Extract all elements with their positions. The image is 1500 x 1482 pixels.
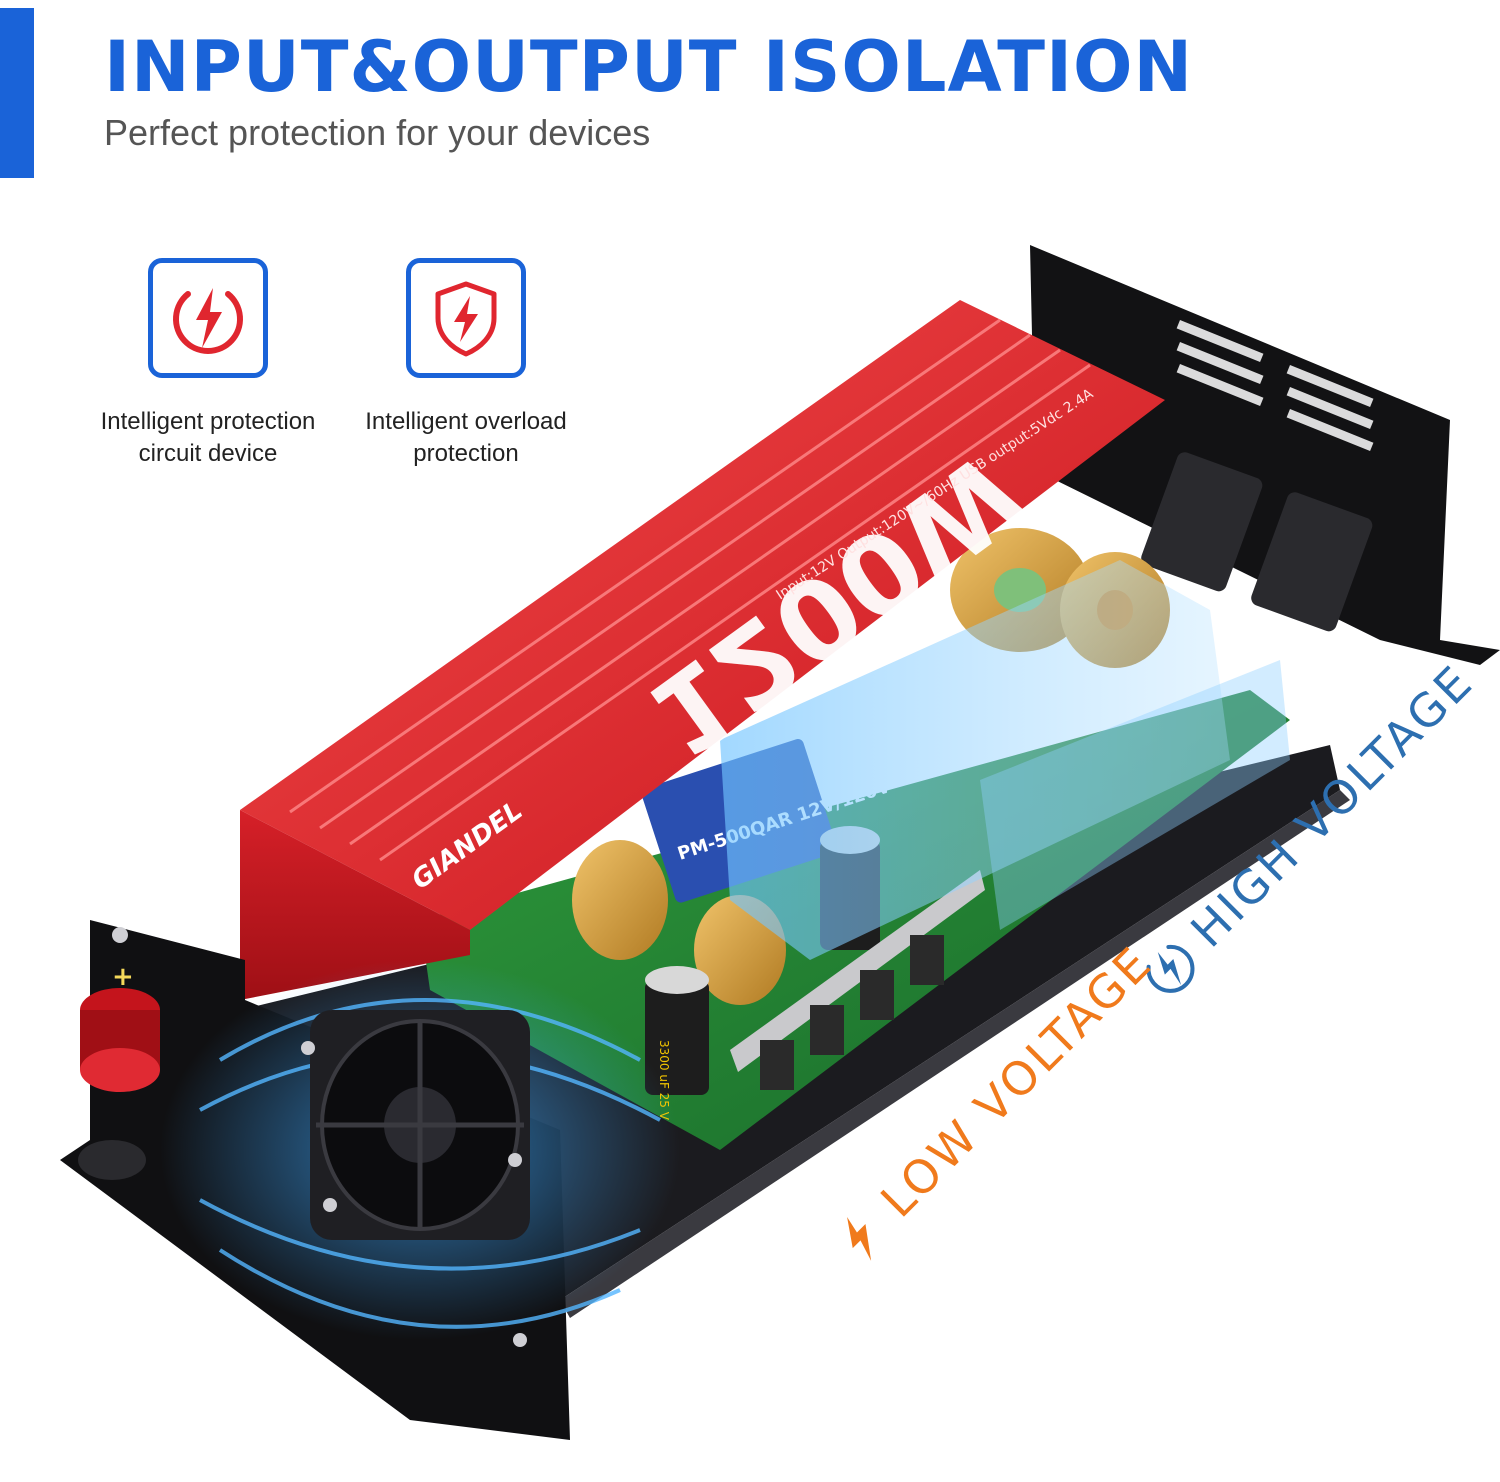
- feature-icon-box: [406, 258, 526, 378]
- negative-terminal: [78, 1140, 146, 1180]
- feature-icon-box: [148, 258, 268, 378]
- lightning-circle-icon: [173, 288, 243, 354]
- positive-terminal: [80, 988, 160, 1092]
- page-title: INPUT&OUTPUT ISOLATION: [104, 26, 1194, 108]
- inverter-illustration: PM-500QAR 12V/120V 3300 uF 25 V: [60, 245, 1500, 1440]
- lightning-circle-icon: [1146, 944, 1195, 993]
- svg-text:+: +: [112, 962, 134, 992]
- lightning-bolt-icon: [847, 1216, 872, 1261]
- low-voltage-tag: LOW VOLTAGE: [820, 935, 1163, 1278]
- feature-overload-protection: Intelligent overload protection: [336, 258, 596, 470]
- page-subtitle: Perfect protection for your devices: [104, 112, 651, 153]
- cooling-fan: [310, 1010, 530, 1240]
- feature-protection-circuit: Intelligent protection circuit device: [78, 258, 338, 470]
- heatsink-rail: [730, 870, 985, 1090]
- accent-bar: [0, 8, 34, 178]
- feature-label: Intelligent overload protection: [365, 408, 567, 467]
- lightning-shield-icon: [435, 281, 497, 357]
- rear-panel: [1030, 245, 1500, 665]
- high-voltage-tag: HIGH VOLTAGE: [1130, 653, 1484, 1007]
- feature-label: Intelligent protection circuit device: [100, 408, 316, 467]
- front-panel: +: [60, 920, 680, 1440]
- isolation-barrier: [720, 560, 1290, 960]
